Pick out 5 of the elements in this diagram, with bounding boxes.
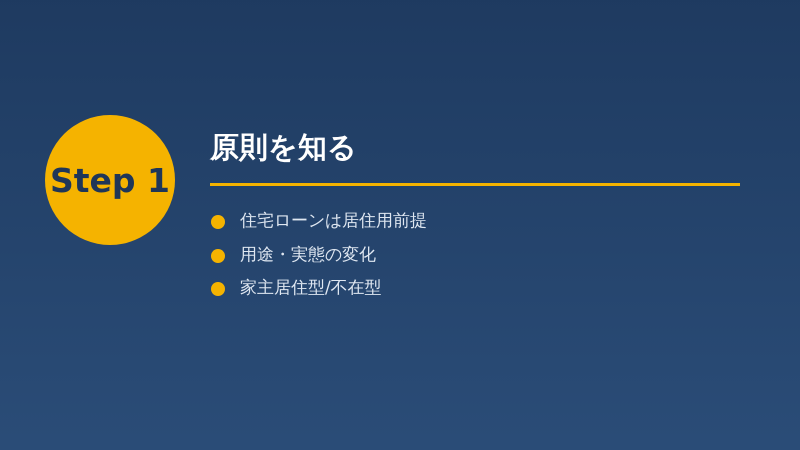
bullet-text: 住宅ローンは居住用前提 xyxy=(240,210,427,232)
step-label: Step 1 xyxy=(50,160,170,200)
bullet-text: 用途・実態の変化 xyxy=(240,244,376,266)
bullet-text: 家主居住型/不在型 xyxy=(240,277,382,299)
slide-title: 原則を知る xyxy=(210,129,357,166)
